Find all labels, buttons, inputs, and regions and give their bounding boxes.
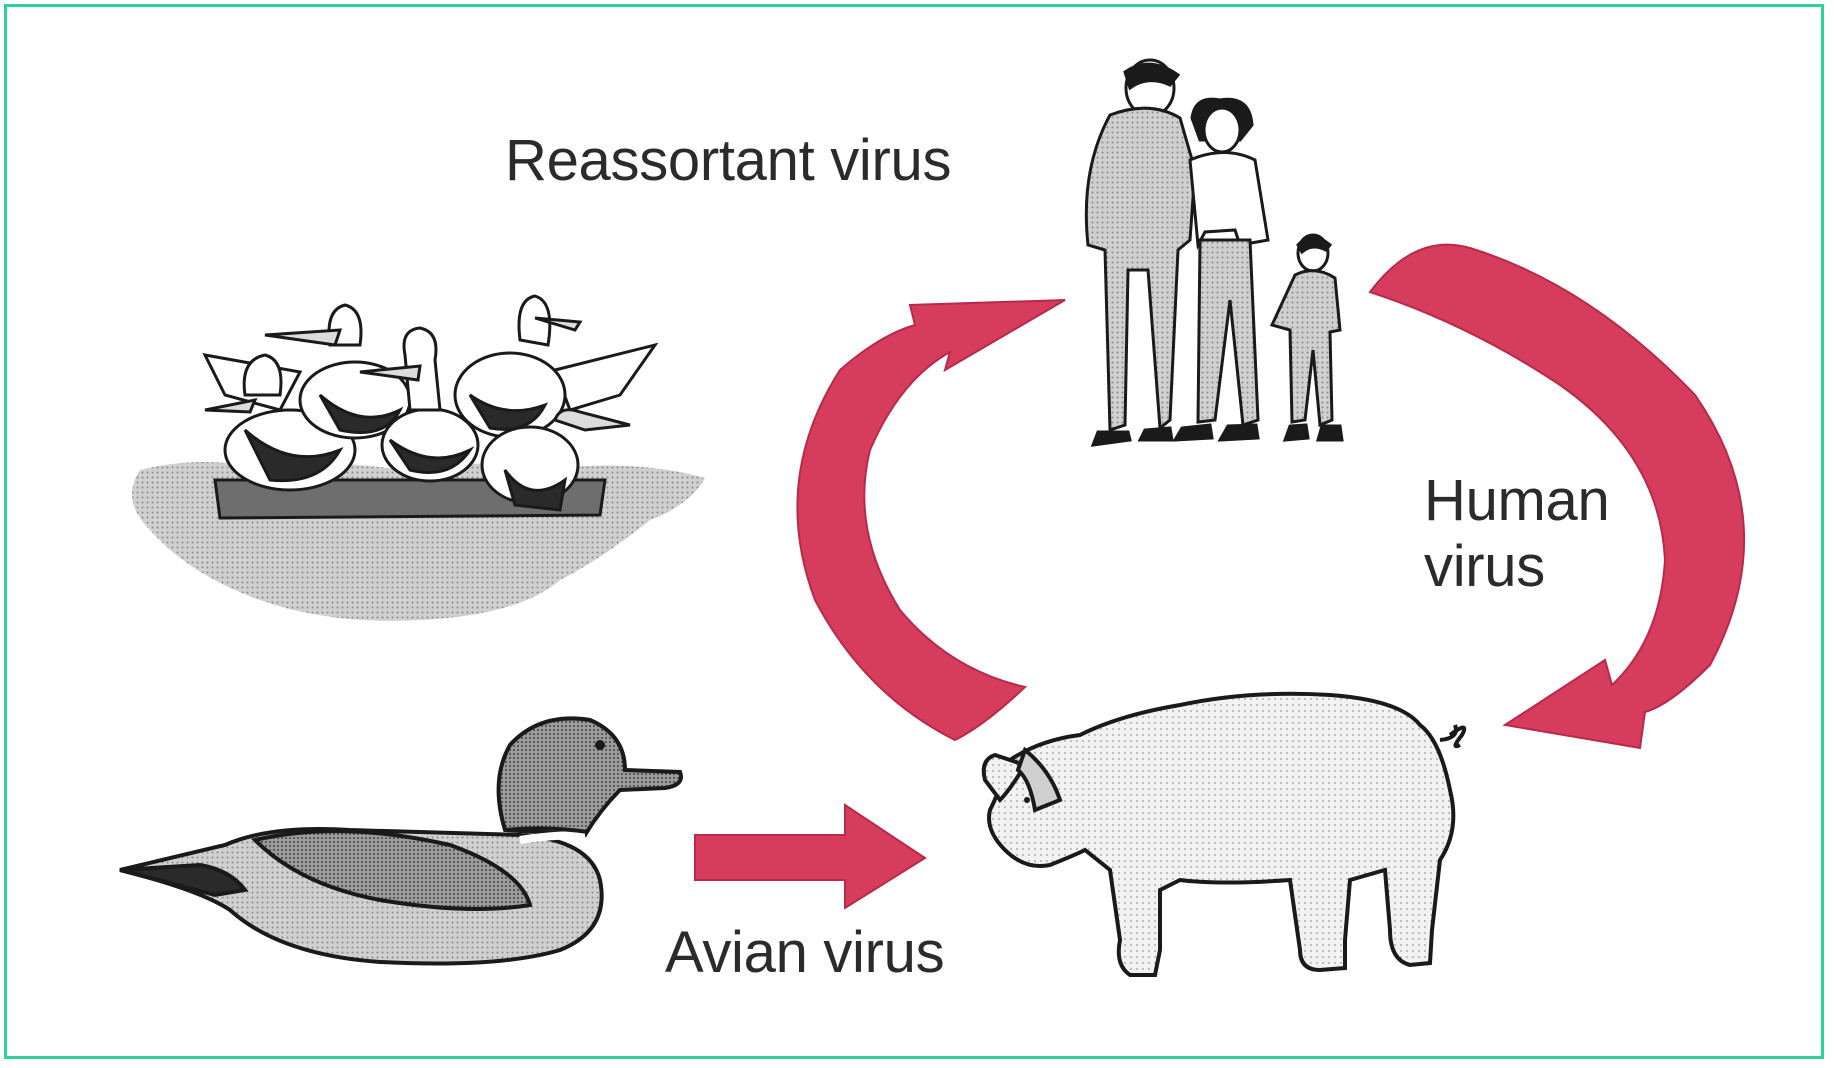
human-virus-label-line2: virus [1424,534,1609,600]
avian-virus-label: Avian virus [665,920,944,986]
mallard-duck-icon [120,718,681,963]
reassortant-virus-arrow [797,300,1065,740]
pig-icon [984,694,1465,975]
human-family-icon [1086,60,1342,445]
human-virus-label-line1: Human [1424,468,1609,534]
human-virus-label: Human virus [1424,468,1609,600]
seabirds-on-water-icon [132,296,705,621]
avian-virus-arrow [695,805,925,908]
reassortant-virus-label: Reassortant virus [505,128,951,194]
